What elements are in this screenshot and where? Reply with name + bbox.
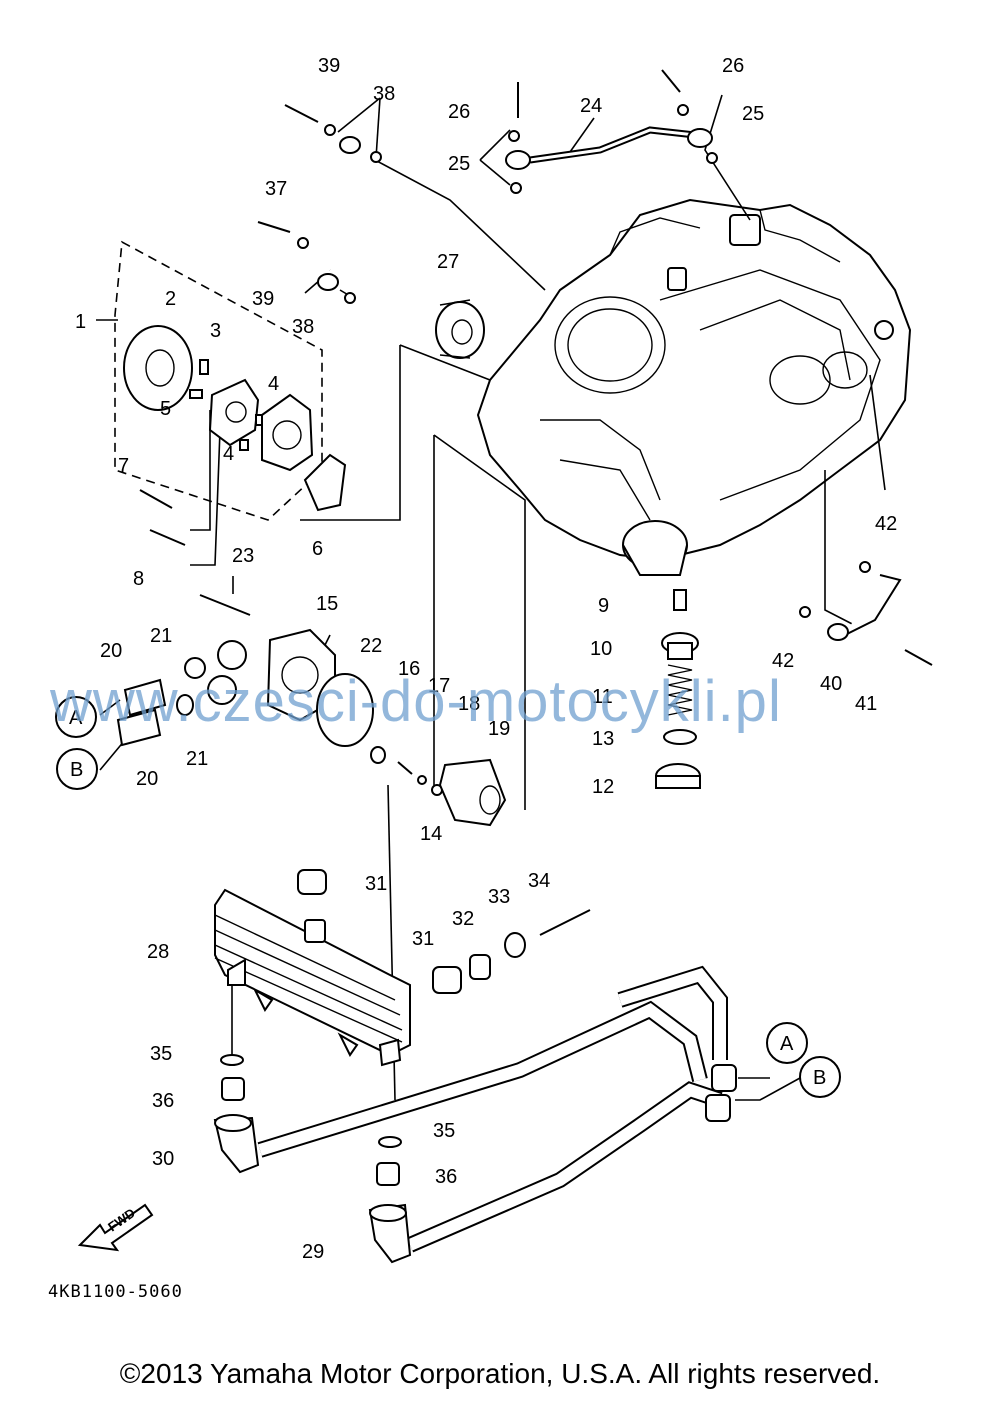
oil-delivery-pipes: [257, 69, 718, 304]
callout-25b: 25: [742, 103, 764, 125]
callout-23: 23: [232, 545, 254, 567]
crankcase: [476, 198, 912, 576]
callout-21a: 21: [150, 625, 172, 647]
oil-pump-gear: [435, 299, 485, 359]
callout-11: 11: [592, 686, 613, 708]
callout-17: 17: [428, 675, 450, 697]
callout-21b: 21: [186, 748, 208, 770]
callout-26b: 26: [722, 55, 744, 77]
oil-cooler: [214, 869, 591, 1067]
callout-16: 16: [398, 658, 420, 680]
callout-36b: 36: [435, 1166, 457, 1188]
oil-filter-cover: [116, 594, 507, 827]
callout-38a: 38: [373, 83, 395, 105]
callout-5: 5: [160, 398, 171, 420]
callout-4b: 4: [223, 443, 234, 465]
callout-37: 37: [265, 178, 287, 200]
callout-22: 22: [360, 635, 382, 657]
watermark: www.czesci-do-motocykli.pl: [50, 669, 782, 734]
callout-6: 6: [312, 538, 323, 560]
callout-18: 18: [458, 693, 480, 715]
callout-35a: 35: [150, 1043, 172, 1065]
connector-b-right: B: [813, 1067, 826, 1089]
callout-30: 30: [152, 1148, 174, 1170]
callout-28: 28: [147, 941, 169, 963]
connector-markers: A B A B: [55, 696, 841, 1098]
callout-36a: 36: [152, 1090, 174, 1112]
connector-a-left: A: [69, 707, 83, 729]
callout-19: 19: [488, 718, 510, 740]
part-code: 4KB1100-5060: [48, 1282, 183, 1302]
fwd-arrow: FWD: [77, 1203, 154, 1252]
connector-a-right: A: [780, 1033, 794, 1055]
callout-9: 9: [598, 595, 609, 617]
relief-valve-parts: [655, 589, 701, 789]
callout-35b: 35: [433, 1120, 455, 1142]
callout-38b: 38: [292, 316, 314, 338]
callout-1: 1: [75, 311, 86, 333]
callout-31a: 31: [365, 873, 387, 895]
oil-hoses: [213, 965, 737, 1264]
callout-42a: 42: [875, 513, 897, 535]
callout-4a: 4: [268, 373, 279, 395]
callout-8: 8: [133, 568, 144, 590]
copyright-notice: ©2013 Yamaha Motor Corporation, U.S.A. A…: [119, 1358, 881, 1389]
callout-42b: 42: [772, 650, 794, 672]
callout-32: 32: [452, 908, 474, 930]
callout-26a: 26: [448, 101, 470, 123]
callout-12: 12: [592, 776, 614, 798]
callout-29: 29: [302, 1241, 324, 1263]
callout-24: 24: [580, 95, 602, 117]
callout-10: 10: [590, 638, 612, 660]
callout-39b: 39: [252, 288, 274, 310]
callout-14: 14: [420, 823, 442, 845]
callout-41: 41: [855, 693, 877, 715]
callout-31b: 31: [412, 928, 434, 950]
callout-numbers: 1 2 3 4 4 5 6 7 8 9 10 11 12 13 14 15 16…: [75, 55, 897, 1263]
callout-27: 27: [437, 251, 459, 273]
callout-3: 3: [210, 320, 221, 342]
callout-2: 2: [165, 288, 176, 310]
hose-bracket: [799, 561, 933, 666]
callout-13: 13: [592, 728, 614, 750]
callout-34: 34: [528, 870, 550, 892]
callout-33: 33: [488, 886, 510, 908]
oil-pump-assembly: [123, 325, 347, 546]
callout-20b: 20: [136, 768, 158, 790]
connector-b-left: B: [70, 759, 83, 781]
callout-39a: 39: [318, 55, 340, 77]
callout-7: 7: [118, 455, 129, 477]
callout-25a: 25: [448, 153, 470, 175]
callout-15: 15: [316, 593, 338, 615]
callout-20a: 20: [100, 640, 122, 662]
callout-40: 40: [820, 673, 842, 695]
